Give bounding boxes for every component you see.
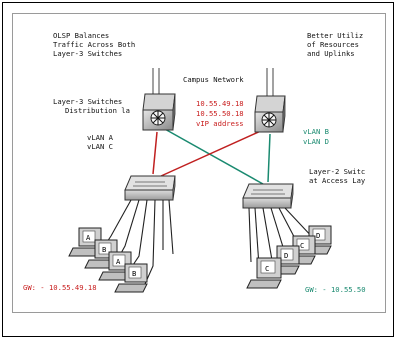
label-olsp-2: Traffic Across Both	[53, 40, 135, 49]
label-olsp-1: OLSP Balances	[53, 31, 109, 40]
label-util-2: of Resources	[307, 40, 359, 49]
layer2-switch-right	[242, 183, 294, 209]
label-vlan-c: vLAN C	[87, 142, 113, 151]
label-layer2-1: Layer-2 Switc	[309, 167, 365, 176]
pc-right-4-label: C	[265, 264, 269, 273]
pc-right-1-label: D	[316, 231, 320, 240]
link-l3right-l2left	[160, 129, 264, 177]
label-vip: vIP address	[196, 119, 244, 128]
link-l3right-l2right	[267, 133, 271, 183]
label-vlan-d: vLAN D	[303, 137, 329, 146]
layer2-switch-left	[124, 175, 176, 201]
diagram-canvas: A B A B	[12, 13, 386, 313]
campus-uplinks	[152, 68, 274, 96]
label-ip-1: 10.55.49.18	[196, 99, 244, 108]
pc-left-4: B	[114, 263, 148, 293]
link-l3left-l2left	[152, 131, 158, 175]
pc-left-1: A	[68, 227, 102, 257]
label-gw-left: GW: - 10.55.49.18	[23, 283, 97, 292]
label-layer2-2: at Access Lay	[309, 176, 366, 185]
pc-right-3-label: D	[284, 251, 288, 260]
label-olsp-3: Layer-3 Switches	[53, 49, 122, 58]
link-l3left-l2right	[162, 127, 264, 185]
pc-right-4: C	[246, 257, 282, 289]
pc-right-2-label: C	[300, 241, 304, 250]
pc-left-3-label: A	[116, 257, 121, 266]
label-layer3-1: Layer-3 Switches	[53, 97, 122, 106]
label-layer3-2: Distribution la	[65, 106, 130, 115]
label-gw-right: GW: - 10.55.50	[305, 285, 366, 294]
layer3-switch-right	[254, 95, 286, 133]
network-diagram: A B A B	[23, 31, 366, 294]
label-vlan-a: vLAN A	[87, 133, 114, 142]
label-util-3: and Uplinks	[307, 49, 355, 58]
figure-frame: A B A B	[2, 2, 394, 337]
label-campus-network: Campus Network	[183, 75, 244, 84]
pc-left-1-label: A	[86, 233, 91, 242]
label-vlan-b: vLAN B	[303, 127, 329, 136]
pc-left-4-label: B	[132, 269, 136, 278]
label-util-1: Better Utiliz	[307, 31, 363, 40]
pc-left-2-label: B	[102, 245, 106, 254]
layer3-switch-left	[142, 93, 176, 131]
label-ip-2: 10.55.50.18	[196, 109, 244, 118]
